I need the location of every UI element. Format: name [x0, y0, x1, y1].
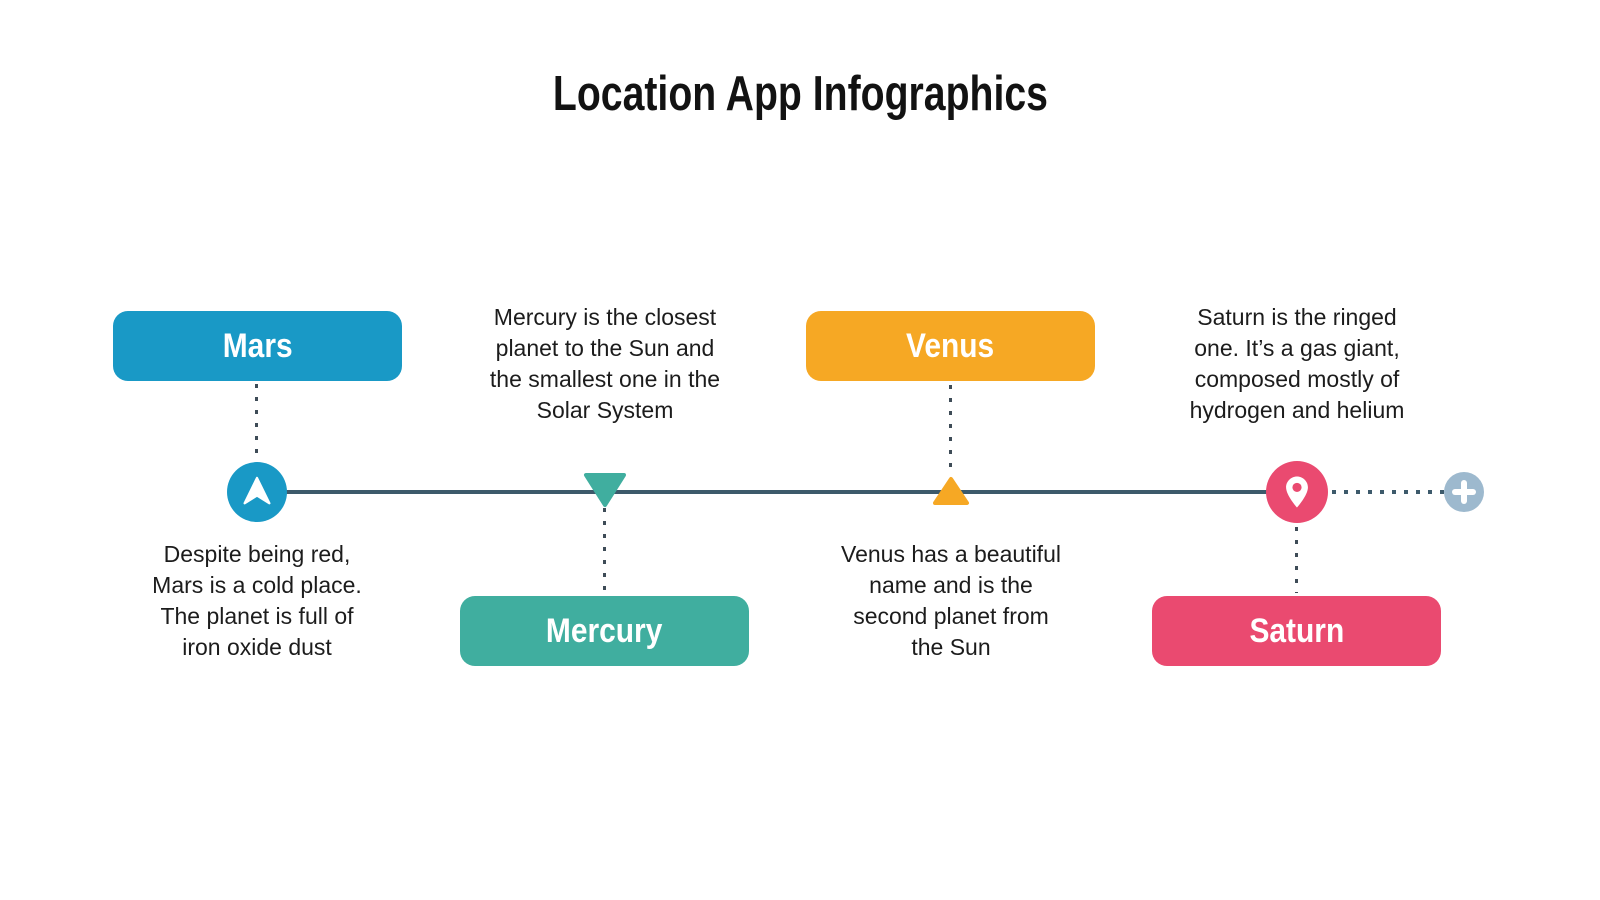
description-line: Saturn is the ringed — [1197, 304, 1397, 330]
description-line: name and is the — [869, 572, 1033, 598]
description-line: the Sun — [911, 634, 991, 660]
mercury-label: Mercury — [546, 611, 663, 650]
description-line: composed mostly of — [1194, 366, 1400, 392]
mars-label-box: Mars — [113, 311, 402, 381]
mars-connector-dotted-line — [255, 384, 258, 458]
saturn-label-box: Saturn — [1152, 596, 1441, 666]
triangle-down-icon — [583, 473, 627, 512]
description-line: Despite being red, — [163, 541, 351, 567]
venus-description: Venus has a beautiful name and is the se… — [781, 539, 1121, 663]
description-line: planet to the Sun and — [495, 335, 715, 361]
venus-label-box: Venus — [806, 311, 1095, 381]
venus-marker — [932, 476, 970, 506]
saturn-connector-dotted-line — [1295, 527, 1298, 593]
mars-marker — [227, 462, 287, 522]
mercury-description: Mercury is the closest planet to the Sun… — [435, 302, 775, 426]
description-line: iron oxide dust — [182, 634, 332, 660]
description-line: Venus has a beautiful — [841, 541, 1061, 567]
venus-connector-dotted-line — [949, 385, 952, 473]
mercury-label-box: Mercury — [460, 596, 749, 666]
description-line: the smallest one in the — [489, 366, 721, 392]
saturn-marker — [1266, 461, 1328, 523]
mercury-connector-dotted-line — [603, 508, 606, 594]
triangle-up-icon — [932, 477, 970, 510]
description-line: The planet is full of — [160, 603, 354, 629]
add-location-button[interactable] — [1444, 472, 1484, 512]
timeline-line — [257, 490, 1297, 494]
mars-label: Mars — [222, 326, 293, 365]
mars-description: Despite being red, Mars is a cold place.… — [87, 539, 427, 663]
page-title: Location App Infographics — [0, 66, 1600, 122]
description-line: hydrogen and helium — [1189, 397, 1405, 423]
page-title-text: Location App Infographics — [552, 67, 1048, 121]
saturn-label: Saturn — [1249, 611, 1344, 650]
description-line: Mercury is the closest — [493, 304, 717, 330]
navigation-arrow-icon — [239, 474, 275, 510]
description-line: Mars is a cold place. — [152, 572, 362, 598]
description-line: second planet from — [853, 603, 1049, 629]
description-line: one. It’s a gas giant, — [1194, 335, 1400, 361]
saturn-description: Saturn is the ringed one. It’s a gas gia… — [1127, 302, 1467, 426]
venus-label: Venus — [906, 326, 995, 365]
timeline-dotted-extension — [1332, 490, 1444, 494]
map-pin-icon — [1278, 473, 1316, 511]
description-line: Solar System — [536, 397, 674, 423]
mercury-marker — [583, 472, 627, 508]
